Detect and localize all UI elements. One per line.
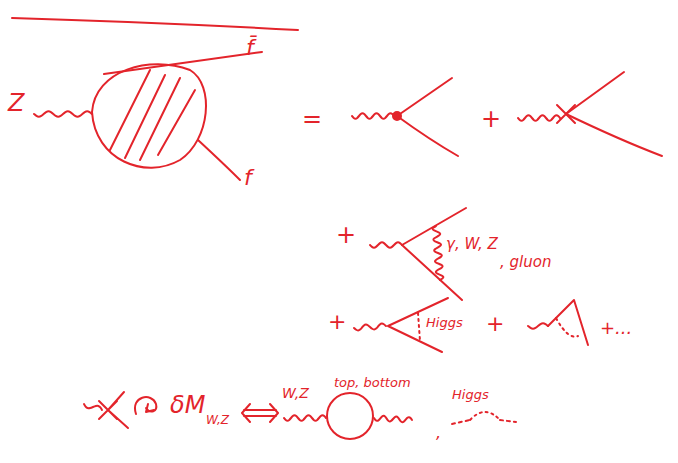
mass-shift: δM [170, 392, 205, 418]
fermion-label: f [244, 166, 252, 190]
double-arrow [242, 404, 278, 422]
plus-sign: + [481, 106, 501, 132]
z-boson-line [84, 404, 102, 410]
arrow-head [146, 404, 154, 412]
plus-sign: + [486, 312, 504, 336]
exchange-label: , gluon [500, 254, 551, 271]
boson-label: W,Z [282, 386, 309, 401]
plus-sign: + [328, 310, 346, 334]
antifermion-line [104, 52, 262, 74]
fermion-lines [402, 208, 466, 300]
fermion-lines [566, 72, 662, 156]
loop-particles: Higgs [452, 388, 489, 402]
loop-particles: top, bottom [334, 376, 411, 390]
higgs-loop [470, 412, 500, 420]
z-boson-line [518, 115, 560, 120]
fermion-lines [548, 300, 588, 345]
blob-vertex [92, 64, 206, 167]
equals-sign: = [302, 106, 322, 132]
curly-arrow [135, 397, 156, 414]
ellipsis-term: +... [600, 318, 632, 338]
separator: , [436, 424, 441, 442]
z-boson-line [370, 242, 402, 247]
boson-label: Z [8, 90, 24, 116]
higgs-exchange [418, 313, 420, 341]
higgs-line [452, 420, 470, 424]
quark-loop [327, 393, 373, 439]
w-z-boson-line [374, 416, 412, 422]
mass-subscript: W,Z [206, 414, 229, 427]
z-boson-line [34, 111, 92, 116]
fermion-label: f̄ [246, 36, 254, 60]
higgs-line [500, 420, 516, 422]
z-boson-line [528, 323, 548, 328]
fermion-line [198, 140, 240, 180]
top-rule [12, 18, 298, 30]
z-boson-line [352, 113, 394, 118]
fermion-lines [397, 78, 458, 156]
exchange-label: γ, W, Z [446, 236, 498, 253]
exchange-label: Higgs [426, 316, 463, 330]
plus-sign: + [336, 222, 356, 248]
counterterm-cross [99, 392, 128, 428]
higgs-exchange [556, 318, 578, 337]
gauge-boson-exchange [433, 226, 444, 280]
w-z-boson-line [284, 415, 326, 420]
blob-hatch [110, 70, 195, 160]
ink-strokes [12, 18, 662, 439]
z-boson-line [354, 324, 386, 331]
